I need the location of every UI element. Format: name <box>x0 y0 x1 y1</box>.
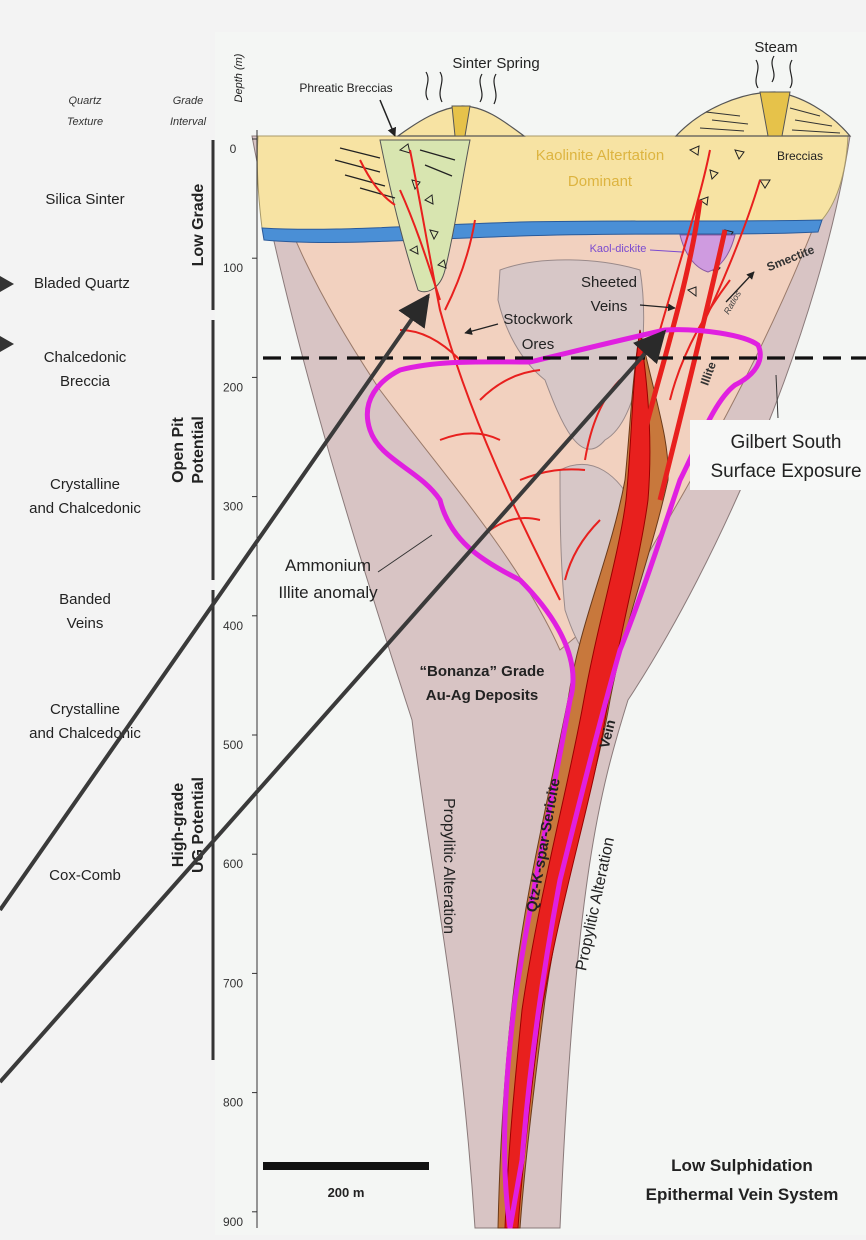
label-scale: 200 m <box>328 1185 365 1200</box>
chalcedonic-pointer <box>0 336 14 352</box>
label-breccias: Breccias <box>777 149 823 163</box>
depth-tick-label: 800 <box>223 1096 243 1110</box>
label-sheeted-1: Sheeted <box>581 274 637 291</box>
grade-interval-header-2: Interval <box>170 116 207 128</box>
texture-chalcedonic-2: Breccia <box>60 373 111 390</box>
texture-chalcedonic-1: Chalcedonic <box>44 349 127 366</box>
depth-tick-label: 0 <box>230 142 237 156</box>
grade-high: High-grade <box>170 783 187 868</box>
depth-tick-label: 500 <box>223 738 243 752</box>
label-bonanza-1: “Bonanza” Grade <box>419 663 544 680</box>
texture-banded-1: Banded <box>59 591 111 608</box>
texture-cox-comb: Cox-Comb <box>49 867 121 884</box>
label-ammonium-1: Ammonium <box>285 556 371 575</box>
grade-open-pit-2: Potential <box>190 416 207 484</box>
label-kaolinite-1: Kaolinite Altertation <box>536 147 664 164</box>
bladed-quartz-pointer <box>0 276 14 292</box>
grade-open-pit: Open Pit <box>170 416 187 482</box>
texture-silica-sinter: Silica Sinter <box>45 191 124 208</box>
label-stockwork-2: Ores <box>522 336 555 353</box>
title-line-1: Low Sulphidation <box>671 1156 813 1175</box>
label-kaolinite-2: Dominant <box>568 173 633 190</box>
label-sheeted-2: Veins <box>591 298 628 315</box>
label-ammonium-2: Illite anomaly <box>278 583 378 602</box>
label-gilbert-1: Gilbert South <box>731 432 842 453</box>
depth-tick-label: 200 <box>223 380 243 394</box>
texture-bladed-quartz: Bladed Quartz <box>34 275 130 292</box>
label-steam: Steam <box>754 39 797 56</box>
label-gilbert-2: Surface Exposure <box>710 461 861 482</box>
scale-bar <box>263 1162 429 1170</box>
depth-tick-label: 900 <box>223 1215 243 1229</box>
depth-tick-label: 400 <box>223 619 243 633</box>
depth-tick-label: 300 <box>223 500 243 514</box>
label-stockwork-1: Stockwork <box>503 311 573 328</box>
texture-crystalline-2a: Crystalline <box>50 701 120 718</box>
depth-tick-label: 600 <box>223 857 243 871</box>
label-phreatic-breccias: Phreatic Breccias <box>299 81 392 95</box>
label-kaol-dickite: Kaol-dickite <box>590 243 647 255</box>
label-propylitic-left: Propylitic Alteration <box>440 798 457 934</box>
label-spring: Spring <box>496 55 539 72</box>
depth-tick-label: 100 <box>223 261 243 275</box>
quartz-texture-header-1: Quartz <box>68 95 102 107</box>
quartz-texture-header-2: Texture <box>67 116 103 128</box>
title-line-2: Epithermal Vein System <box>646 1185 839 1204</box>
texture-crystalline-1b: and Chalcedonic <box>29 500 141 517</box>
texture-crystalline-1a: Crystalline <box>50 476 120 493</box>
depth-axis-label: Depth (m) <box>233 53 245 102</box>
texture-banded-2: Veins <box>67 615 104 632</box>
grade-interval-header-1: Grade <box>173 95 204 107</box>
label-bonanza-2: Au-Ag Deposits <box>426 687 539 704</box>
grade-low: Low Grade <box>190 184 207 267</box>
depth-tick-label: 700 <box>223 976 243 990</box>
label-sinter: Sinter <box>452 55 491 72</box>
